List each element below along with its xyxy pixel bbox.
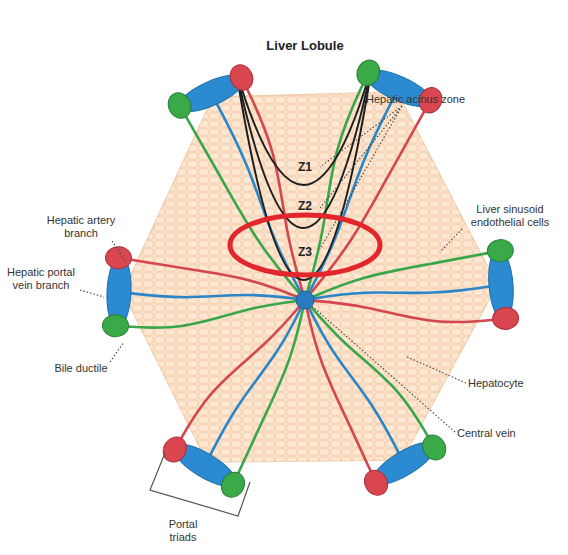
leader-line [405, 356, 466, 383]
part-label: Liver sinusoid endothelial cells [458, 203, 562, 229]
part-label: Bile ductile [48, 362, 114, 375]
bile-ductile [102, 314, 129, 337]
leader-line [320, 106, 402, 208]
blue-vessel [205, 300, 305, 465]
bile-ductile [353, 56, 384, 89]
zone-arc [236, 66, 372, 185]
zone-number: Z3 [227, 244, 383, 260]
green-vessel [305, 251, 500, 300]
highlight-ellipse: Z3 [227, 212, 383, 278]
portal-triad [102, 246, 133, 337]
leader-line [112, 241, 126, 262]
portal-triad [353, 56, 446, 116]
hepatic-artery-branch [159, 433, 191, 467]
portal-triad [164, 61, 257, 122]
zone-number: Z1 [290, 160, 320, 174]
leader-lines [80, 106, 466, 432]
portal-triads [102, 56, 519, 501]
leader-line [110, 342, 124, 362]
part-label: Hepatic portal vein branch [0, 266, 82, 292]
bile-ductile [418, 431, 450, 465]
red-vessel [305, 100, 431, 300]
green-vessel [233, 300, 305, 485]
zone-number: Z2 [290, 199, 320, 213]
portal-triad [360, 431, 450, 500]
leader-line [80, 290, 104, 297]
part-label: Hepatocyte [468, 377, 548, 390]
hepatic-artery-branch [226, 61, 257, 94]
leader-line [312, 306, 455, 432]
central-vein [296, 291, 314, 309]
hepatic-artery-branch [492, 306, 520, 330]
red-vessel [118, 258, 305, 300]
bile-ductile [164, 89, 195, 122]
red-vessel [305, 300, 376, 483]
triad-bracket [150, 453, 250, 516]
hepatic-artery-branch [360, 466, 392, 500]
part-label: Portal triads [158, 518, 208, 544]
leader-line [440, 229, 462, 252]
diagram-title: Liver Lobule [200, 38, 410, 53]
zone-label: Hepatic acinus zone [366, 93, 486, 106]
green-vessel [305, 300, 434, 448]
bile-ductile [487, 239, 515, 263]
hepatic-artery-branch [105, 246, 132, 269]
part-label: Hepatic artery branch [38, 214, 124, 240]
zone-arc [236, 66, 372, 228]
part-label: Central vein [457, 427, 537, 440]
leader-line [320, 106, 402, 167]
green-vessel [116, 300, 305, 328]
portal-triad [486, 239, 519, 331]
blue-vessel [119, 292, 305, 300]
portal-triad [159, 433, 249, 502]
red-vessel [305, 300, 506, 322]
